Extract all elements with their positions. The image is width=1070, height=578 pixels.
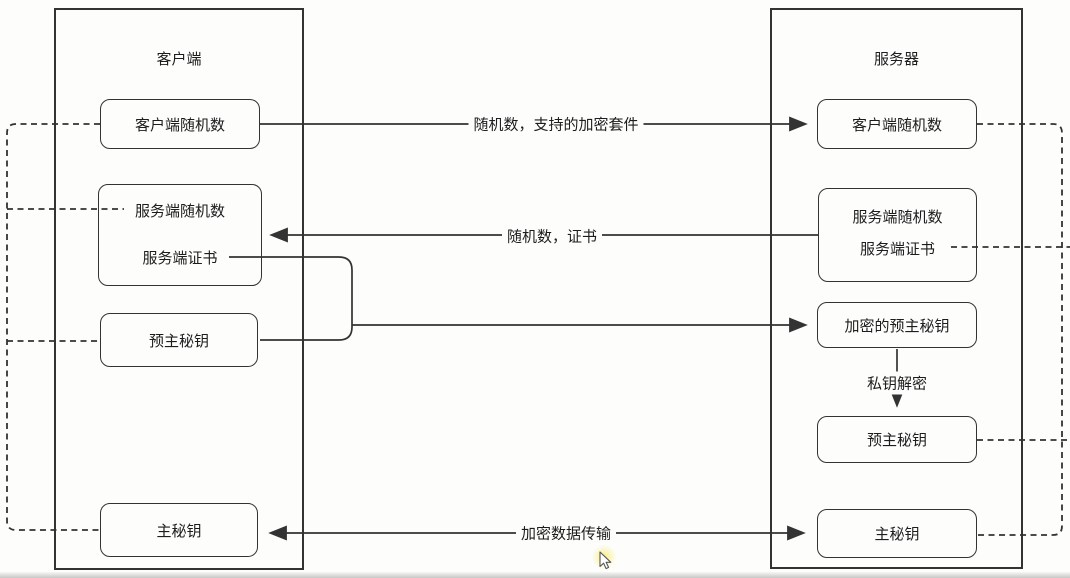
node-server-random-left-label: 服务端随机数 bbox=[134, 202, 225, 220]
server-panel-title: 服务器 bbox=[873, 50, 919, 68]
node-encrypted-pre-master-right: 加密的预主秘钥 bbox=[817, 302, 977, 348]
frame-bottom-edge bbox=[0, 572, 1070, 578]
node-client-random-right: 客户端随机数 bbox=[817, 99, 977, 149]
edge-label-client-hello: 随机数，支持的加密套件 bbox=[468, 112, 644, 136]
client-panel: 客户端 bbox=[54, 8, 304, 570]
client-panel-title: 客户端 bbox=[156, 50, 202, 68]
node-server-random-right-label: 服务端随机数 bbox=[852, 208, 943, 226]
node-client-random-left: 客户端随机数 bbox=[100, 99, 260, 149]
node-server-random-cert-right: 服务端随机数 服务端证书 bbox=[818, 188, 977, 282]
mouse-cursor-icon bbox=[599, 551, 612, 570]
node-server-random-cert-left: 服务端随机数 服务端证书 bbox=[98, 184, 262, 286]
node-master-right: 主秘钥 bbox=[817, 509, 977, 558]
edge-label-private-key-decrypt: 私钥解密 bbox=[861, 371, 933, 395]
edge-label-encrypted-transfer: 加密数据传输 bbox=[515, 521, 617, 545]
server-panel: 服务器 bbox=[770, 8, 1023, 569]
node-pre-master-right: 预主秘钥 bbox=[817, 416, 977, 463]
node-server-cert-right-label: 服务端证书 bbox=[859, 240, 935, 258]
edge-label-server-hello: 随机数，证书 bbox=[501, 224, 603, 248]
node-master-left: 主秘钥 bbox=[100, 503, 258, 557]
node-server-cert-left-label: 服务端证书 bbox=[142, 249, 218, 267]
node-pre-master-left: 预主秘钥 bbox=[100, 313, 258, 367]
